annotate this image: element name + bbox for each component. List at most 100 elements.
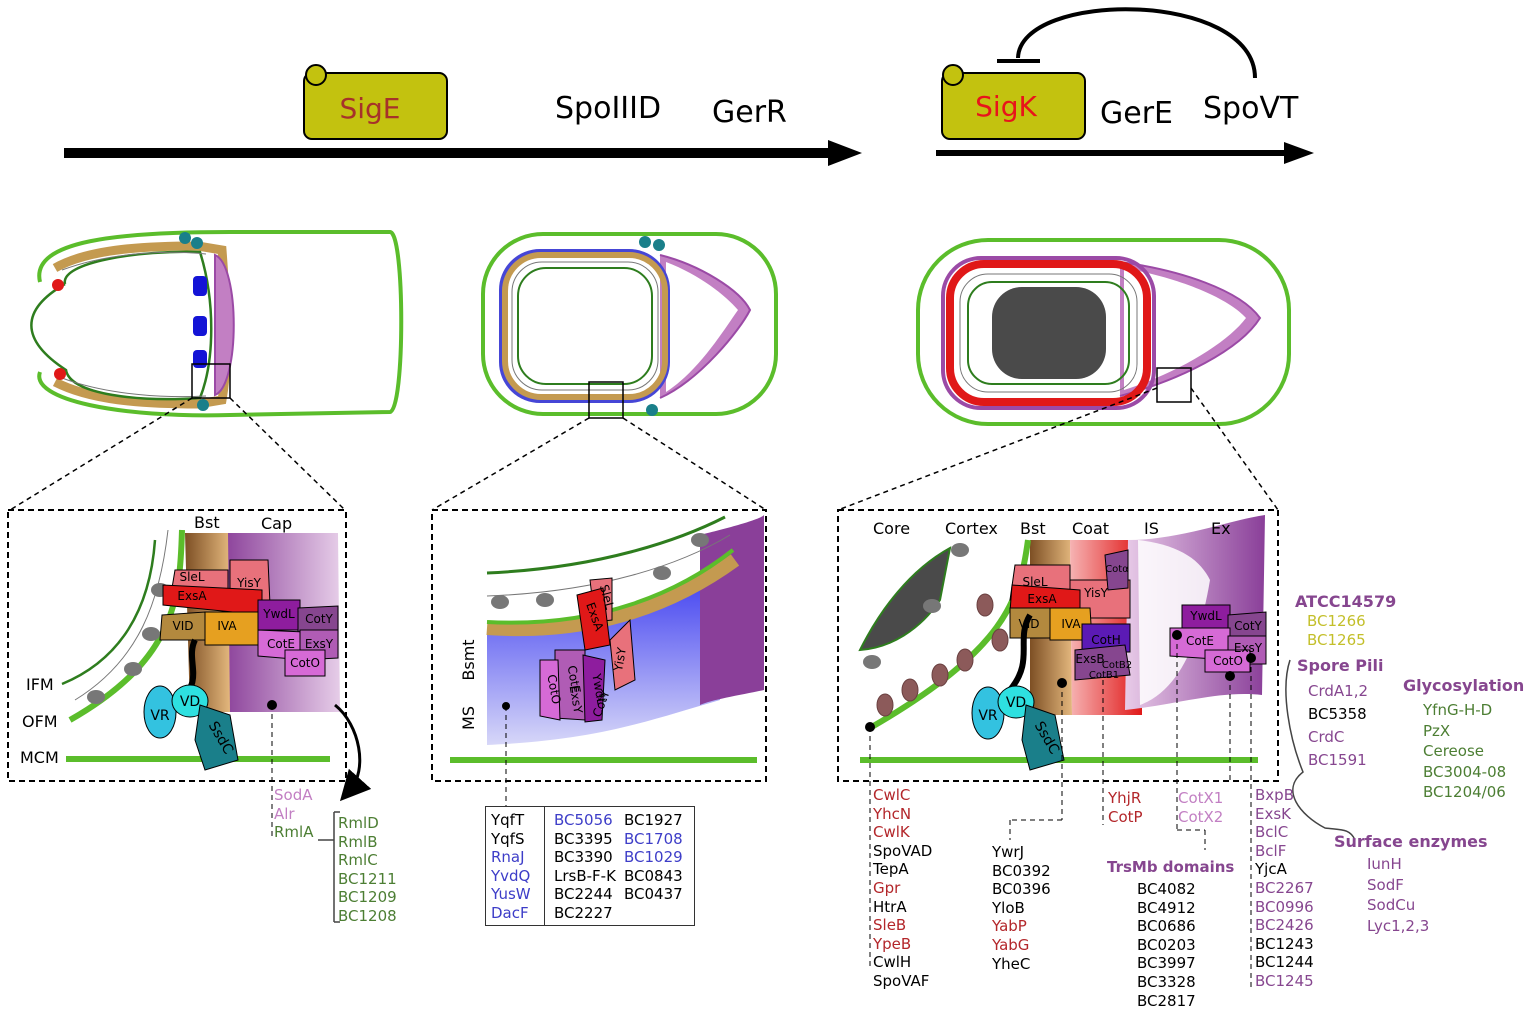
gene-label: BC1208: [338, 906, 397, 925]
gene-label: BC1209: [338, 888, 397, 907]
gene-label: RnaJ: [491, 848, 525, 867]
gene-label: CwlC: [873, 786, 911, 804]
svg-text:CotO: CotO: [1213, 654, 1243, 668]
timeline-arrowhead-left: [828, 140, 862, 166]
label-bst: Bst: [194, 513, 220, 532]
gene-label: BC1591: [1308, 751, 1367, 769]
inset-3: [837, 509, 1279, 782]
zoom-lines: [9, 387, 1279, 511]
gene-label: BC3997: [1137, 954, 1196, 973]
label-bst3: Bst: [1020, 519, 1046, 538]
gene-label: YabP: [992, 917, 1027, 936]
gene-label: BC2244: [554, 885, 613, 904]
gene-label: BC3390: [554, 848, 613, 867]
gene-label: BC4082: [1137, 880, 1196, 898]
gene-gerr: GerR: [712, 95, 787, 130]
gene-label: CotP: [1108, 807, 1143, 826]
sige-box: [303, 72, 448, 140]
label-coat: Coat: [1072, 519, 1109, 538]
gene-label: BC1245: [1255, 971, 1314, 990]
repression-arc: [1016, 7, 1257, 79]
label-is: IS: [1144, 519, 1159, 538]
gene-label: BxpB: [1255, 786, 1294, 804]
svg-text:ExsY: ExsY: [305, 637, 334, 651]
svg-text:CotE: CotE: [1186, 634, 1214, 648]
gene-label: CwlH: [873, 953, 912, 972]
trsmb-header: TrsMb domains: [1107, 858, 1235, 876]
gene-label: YloB: [992, 898, 1025, 917]
gene-label: Lyc1,2,3: [1367, 916, 1430, 935]
gene-label: YjcA: [1255, 860, 1287, 879]
svg-text:IVA: IVA: [1061, 617, 1081, 631]
gene-label: RmlA: [274, 823, 314, 842]
svg-text:VD: VD: [1006, 695, 1026, 711]
gene-label: BclC: [1255, 823, 1289, 842]
gene-label: CrdC: [1308, 728, 1345, 746]
svg-text:SleL: SleL: [1022, 575, 1047, 589]
label-bsmt: Bsmt: [459, 639, 478, 680]
svg-text:Cotα: Cotα: [1105, 564, 1129, 575]
gene-label: Gpr: [873, 878, 901, 897]
sigk-label: SigK: [975, 90, 1037, 123]
gene-label: BC1265: [1307, 630, 1366, 649]
sige-label: SigE: [339, 92, 400, 125]
pili-header: Spore Pili: [1297, 656, 1384, 675]
svg-text:VD: VD: [180, 694, 200, 710]
svg-text:CotY: CotY: [305, 612, 333, 626]
gene-label: BC0392: [992, 861, 1051, 880]
bracket-lines: [318, 659, 1356, 923]
gene-label: YpeB: [873, 934, 912, 953]
gene-label: Cereose: [1423, 742, 1484, 760]
gene-label: BC0437: [624, 885, 683, 904]
layer-labels: Bst Cap IFM OFM MCM Bsmt MS Core Cortex …: [20, 513, 1231, 767]
gene-label: BC5056: [554, 811, 613, 829]
gene-label: RmlB: [338, 832, 378, 851]
label-ms: MS: [459, 706, 478, 730]
sigk-box: [941, 72, 1086, 140]
gene-label: BC5358: [1308, 705, 1367, 723]
cell-stage2: [481, 232, 778, 419]
gene-label: BC1927: [624, 811, 683, 829]
gene-label: YhcN: [873, 804, 912, 823]
label-cap: Cap: [261, 514, 292, 533]
gene-label: PzX: [1423, 721, 1451, 740]
gene-label: BC0843: [624, 866, 683, 885]
gene-label: CotX1: [1178, 789, 1224, 807]
gene-label: BC0686: [1137, 917, 1196, 936]
label-core: Core: [873, 519, 910, 538]
gene-label: SodF: [1367, 875, 1404, 894]
gene-label: BC3395: [554, 829, 613, 848]
gene-label: DacF: [491, 903, 529, 922]
svg-text:ExsA: ExsA: [177, 589, 207, 603]
gene-label: BC1029: [624, 848, 683, 867]
svg-text:SleL: SleL: [597, 583, 617, 611]
cell-engulfment: [30, 230, 404, 418]
label-ex: Ex: [1211, 519, 1231, 538]
glycosylation-header: Glycosylation: [1403, 676, 1525, 695]
label-ofm: OFM: [22, 712, 58, 731]
svg-text:IVA: IVA: [217, 619, 237, 633]
gene-label: BC4912: [1137, 898, 1196, 917]
gene-label: BC1708: [624, 829, 683, 848]
gene-label: RmlD: [338, 814, 379, 832]
gene-label: SpoVAF: [873, 971, 930, 990]
gene-label: YqfT: [491, 811, 525, 829]
gene-label: BclF: [1255, 841, 1287, 860]
enzymes-header: Surface enzymes: [1334, 832, 1488, 851]
svg-text:CotY: CotY: [1234, 619, 1262, 633]
svg-text:VR: VR: [150, 708, 170, 724]
svg-text:CotO: CotO: [290, 656, 320, 670]
gene-label: BC0203: [1137, 935, 1196, 954]
gene-label: SodCu: [1367, 896, 1416, 914]
